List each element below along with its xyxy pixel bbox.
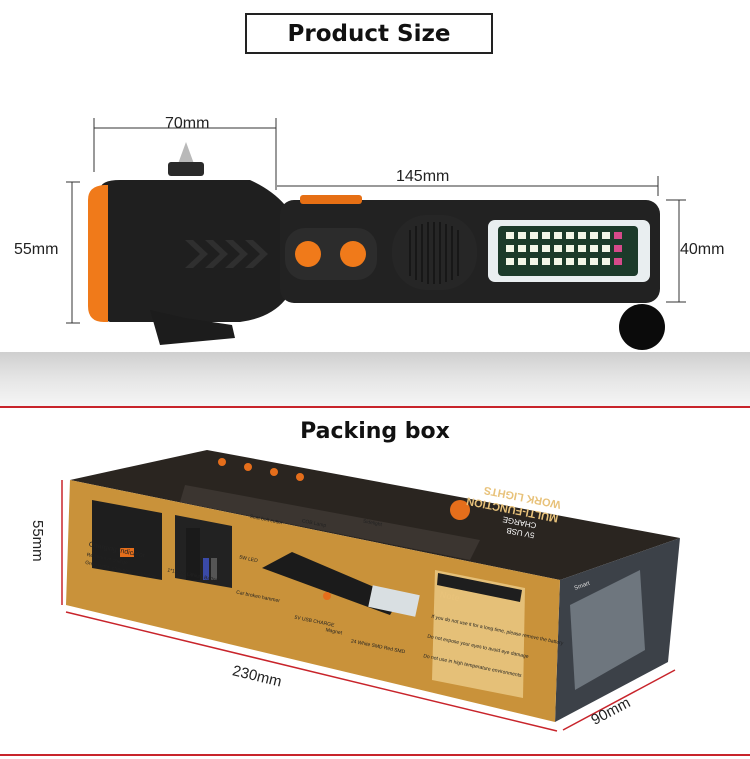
top-separator	[0, 406, 750, 408]
magnet	[619, 304, 665, 350]
packing-box-illustration: Charging Indicator Red light:in charge G…	[61, 450, 680, 732]
led-array	[506, 232, 610, 265]
dim-height: 55mm	[14, 241, 59, 258]
power-button	[295, 241, 321, 267]
led-label: 5W LED	[239, 555, 259, 565]
belt-cutter-hook	[150, 310, 235, 345]
box-top-face	[70, 450, 680, 580]
note-panel	[432, 570, 525, 698]
sidelight-label: Sidelight	[362, 518, 383, 528]
note-title: Note	[439, 589, 461, 603]
packing-box-title: Packing box	[300, 419, 450, 444]
dim-length: 145mm	[396, 168, 450, 185]
hammer-head	[98, 180, 285, 322]
chevron-grip	[185, 240, 268, 268]
box-dimension-lines	[61, 480, 676, 732]
orange-endcap	[88, 185, 108, 322]
side-text: Smart	[574, 581, 591, 592]
box-photo-1	[92, 500, 162, 580]
dim-head-height: 40mm	[680, 241, 725, 258]
product-size-title: Product Size	[245, 13, 493, 54]
bottom-separator	[0, 754, 750, 756]
cob-label: COB Lamp	[301, 518, 327, 529]
mode-button	[340, 241, 366, 267]
dimension-lines	[66, 118, 686, 324]
box-dim-height: 55mm	[29, 520, 46, 562]
magnet-label: Magnet	[325, 627, 343, 636]
flashlight-illustration	[66, 118, 686, 350]
product-shadow	[0, 352, 750, 407]
